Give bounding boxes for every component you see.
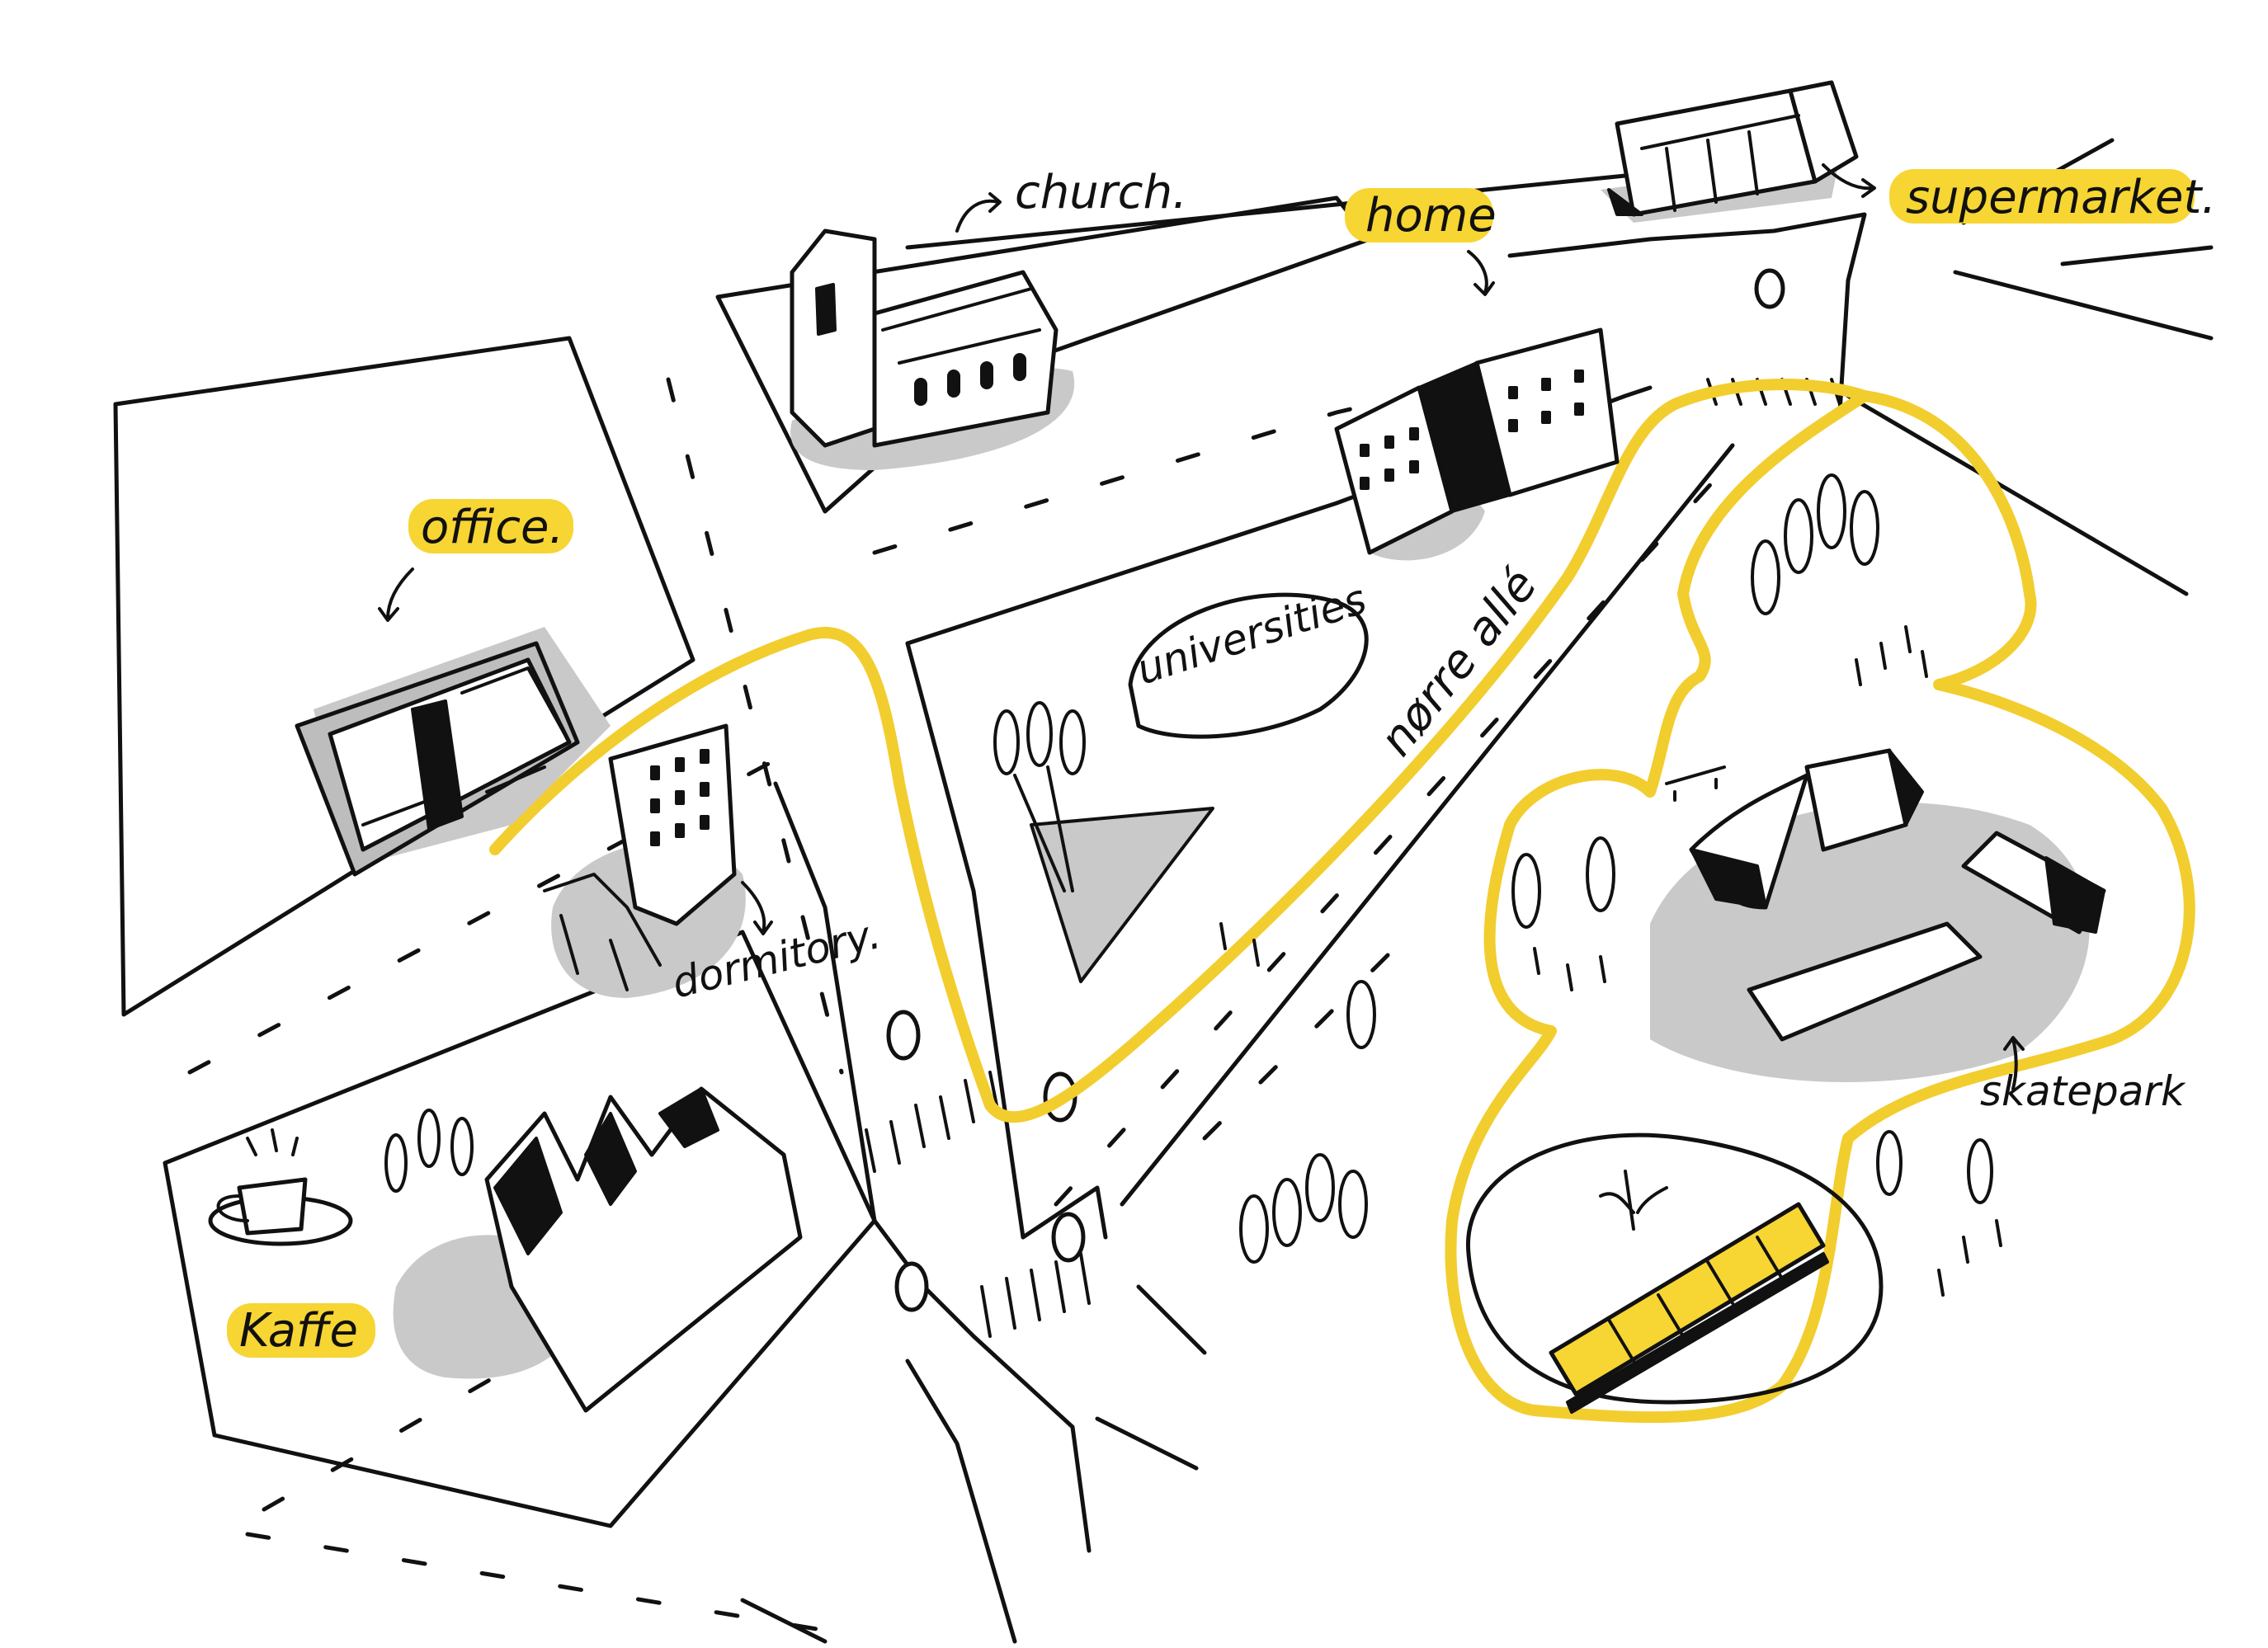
- park-trees-top: [1751, 473, 1879, 615]
- kaffe-area: [208, 1086, 803, 1413]
- street-network: [113, 138, 2214, 1644]
- coffee-cup-icon: [208, 1128, 353, 1246]
- annotation-arrows: [378, 163, 2025, 1090]
- church-arrow-icon: [955, 192, 1002, 233]
- dashes-norre-alle: [1054, 476, 1719, 1207]
- home-building: [1334, 327, 1620, 561]
- walking-route: [489, 379, 1870, 1123]
- pond-plant-icon: [1599, 1170, 1668, 1231]
- skatepark-label: skatepark: [1980, 1067, 2186, 1115]
- skateboard-icon: [1665, 765, 1726, 802]
- street-label-norre-alle: nørre allé: [1370, 558, 1548, 765]
- universities-label: universities: [1131, 575, 1372, 694]
- dormitory-road-edge: [773, 781, 877, 1223]
- supermarket-arrow-icon: [1822, 163, 1876, 198]
- route-overlay: [489, 379, 2195, 1424]
- dormitory-arrow-icon: [741, 881, 773, 935]
- road-edge-right: [1021, 1185, 1207, 1471]
- dashes-right-lower: [1202, 938, 1405, 1141]
- skatepark-arrow-icon: [2003, 1036, 2025, 1090]
- universities-bubble: [1128, 592, 1369, 739]
- skatepark-ramps: [1665, 748, 2106, 1042]
- home-label-highlight: [1345, 188, 1493, 242]
- office-arrow-icon: [378, 567, 414, 622]
- kaffe-label-highlight: [227, 1303, 375, 1358]
- office-label-highlight: [408, 499, 573, 553]
- park-edge: [1846, 393, 2189, 596]
- dashes-bottom-road: [245, 1532, 844, 1636]
- label-highlights: [227, 169, 2195, 1358]
- dormitory-bench: [543, 873, 662, 991]
- supermarket-label-highlight: [1889, 169, 2195, 224]
- bridge: [1549, 1202, 1829, 1414]
- office-building: [295, 627, 611, 877]
- supermarket-building: [1601, 80, 1859, 223]
- university-trees: [993, 701, 1086, 892]
- dormitory-building: [543, 723, 746, 998]
- church-label: church.: [1015, 166, 1187, 219]
- supermarket-label: supermarket.: [1906, 171, 2216, 224]
- dashes-upper-road: [872, 344, 1620, 555]
- office-label: office.: [421, 501, 563, 554]
- crosswalk-hatching: [865, 378, 1841, 1338]
- dormitory-windows: [650, 749, 710, 846]
- home-label: home: [1365, 189, 1497, 242]
- universities-area: [993, 592, 1369, 983]
- church-building: [790, 228, 1075, 470]
- kaffe-trees: [384, 1109, 474, 1193]
- roadside-trees: [1239, 980, 1993, 1264]
- pond-outline: [1466, 1132, 1884, 1405]
- grass-ticks: [1219, 625, 2002, 1297]
- church-windows: [914, 353, 1026, 406]
- dashes-kaffe-road: [262, 1251, 712, 1512]
- office-block-outline: [113, 336, 695, 1017]
- park-loop-route: [1445, 390, 2195, 1424]
- kaffe-label: Kaffe: [239, 1304, 358, 1358]
- park-trees-left: [1511, 836, 1615, 929]
- park-area: [1219, 473, 2106, 1414]
- home-arrow-icon: [1467, 250, 1495, 296]
- road-edge-left-lower: [1120, 443, 1735, 1207]
- home-windows: [1360, 370, 1584, 490]
- kaffe-building: [484, 1086, 803, 1413]
